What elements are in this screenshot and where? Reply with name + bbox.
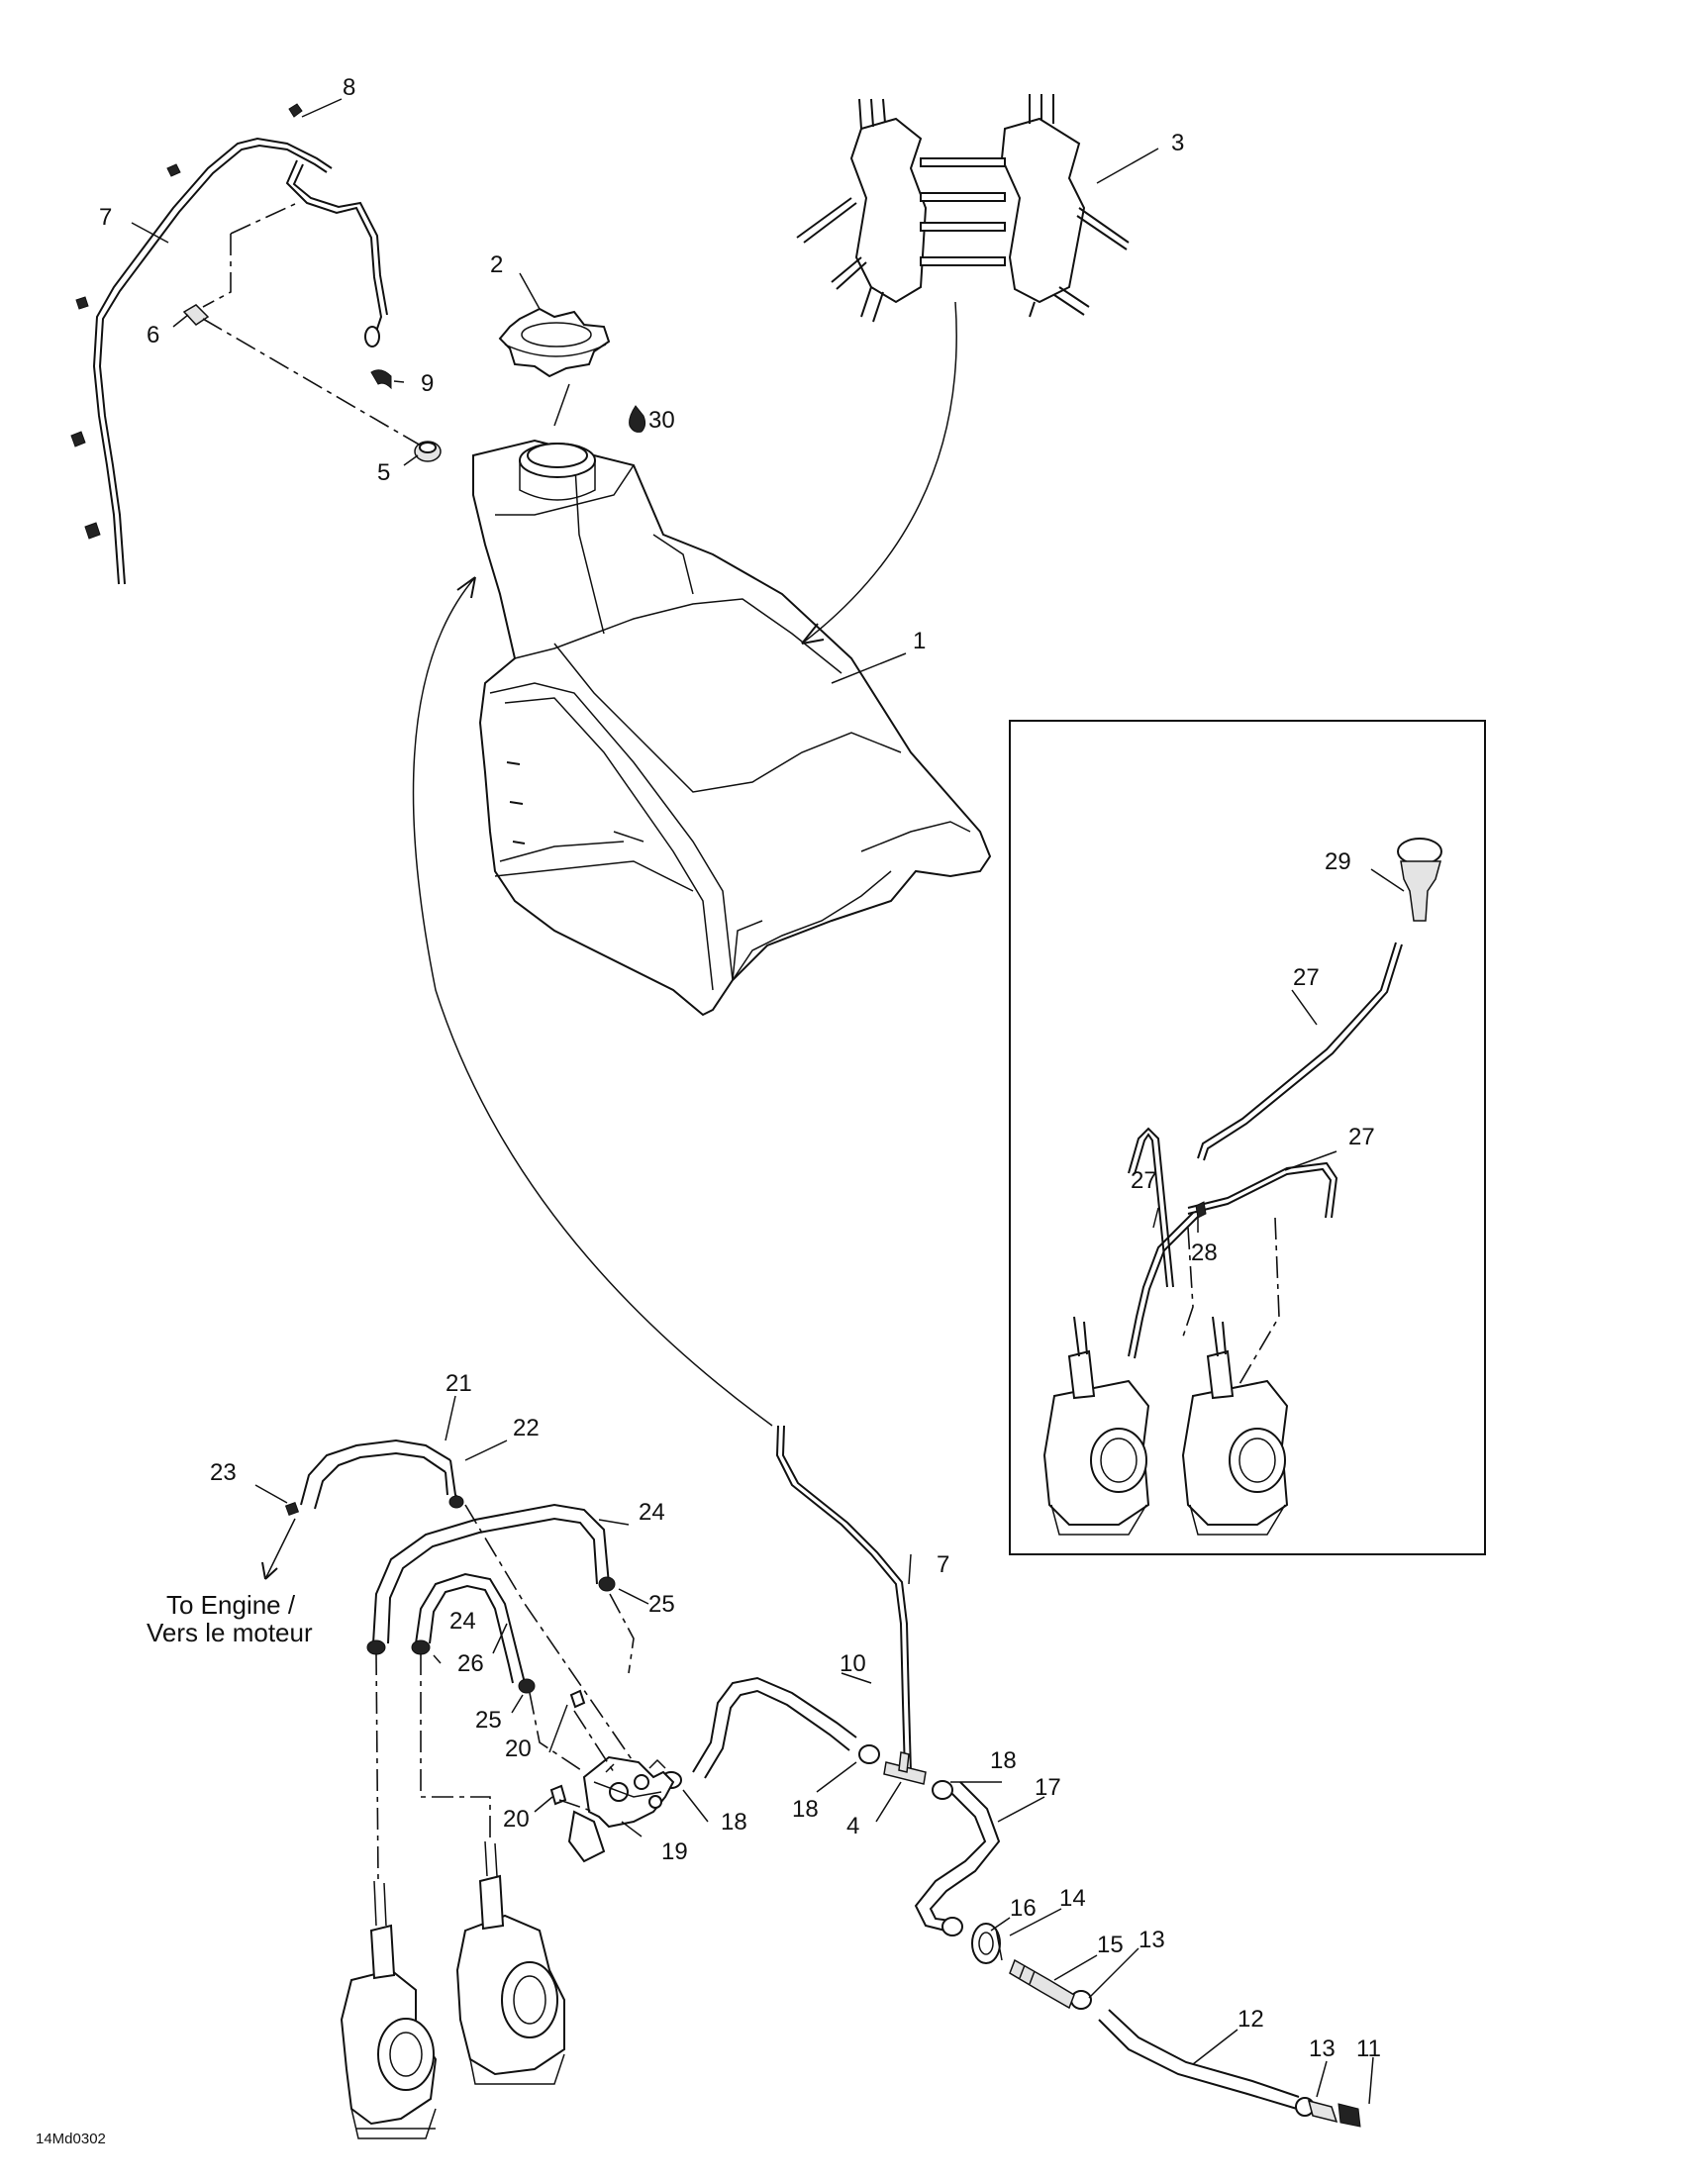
hose-10 <box>692 1676 857 1779</box>
vent-hose-lower <box>775 1425 912 1773</box>
label-part-18-center: 18 <box>721 1809 747 1836</box>
label-part-9: 9 <box>421 370 434 397</box>
carburetor-left <box>340 1880 438 2139</box>
assembly-lines <box>202 203 957 1427</box>
fitting-15 <box>1009 1958 1075 2010</box>
hose-17 <box>914 1781 1001 1932</box>
label-part-27-top: 27 <box>1293 964 1320 991</box>
fuel-pump-19 <box>567 1755 675 1863</box>
label-part-11: 11 <box>1356 2035 1381 2062</box>
t-fitting-4 <box>883 1751 927 1785</box>
lower-assembly-lines <box>261 1504 635 1882</box>
note-vers-le-moteur: Vers le moteur <box>147 1618 313 1647</box>
vent-hose-upper <box>92 137 388 585</box>
hose-12 <box>1098 2009 1300 2110</box>
hose-24-inner <box>415 1572 526 1684</box>
label-part-3: 3 <box>1171 130 1184 156</box>
label-part-20-upper: 20 <box>505 1736 532 1762</box>
fuel-filter-14 <box>971 1923 1003 1964</box>
inset-carburetor-left <box>1042 1316 1150 1536</box>
label-part-10: 10 <box>840 1650 866 1677</box>
bolts-20 <box>549 1689 586 1806</box>
note-to-engine: To Engine / <box>166 1590 296 1620</box>
hose-24-outer <box>372 1503 610 1644</box>
label-part-29: 29 <box>1325 848 1351 875</box>
label-part-12: 12 <box>1238 2006 1264 2033</box>
label-part-30: 30 <box>648 407 675 434</box>
tank-strap-assembly <box>796 94 1130 323</box>
label-part-23: 23 <box>210 1459 237 1486</box>
label-part-19: 19 <box>661 1838 688 1865</box>
label-part-13-lower: 13 <box>1309 2035 1336 2062</box>
label-part-1: 1 <box>913 628 926 654</box>
label-part-7: 7 <box>99 204 112 231</box>
label-part-6: 6 <box>147 322 159 348</box>
inset-panel <box>1009 720 1486 1555</box>
label-part-27-right: 27 <box>1348 1124 1375 1150</box>
label-part-25-right: 25 <box>648 1591 675 1618</box>
clip-9 <box>370 369 392 390</box>
label-part-25-left: 25 <box>475 1707 502 1734</box>
lubricant-drop-icon <box>629 405 646 433</box>
label-part-2: 2 <box>490 251 503 278</box>
label-part-15: 15 <box>1097 1932 1124 1958</box>
inset-carburetor-right <box>1181 1316 1289 1536</box>
label-part-28: 28 <box>1191 1240 1218 1266</box>
label-part-4: 4 <box>846 1813 859 1839</box>
clamps <box>284 1495 1315 2117</box>
gas-cap <box>498 307 611 378</box>
fitting-11 <box>1307 2099 1361 2128</box>
grommet-5 <box>414 441 442 462</box>
label-part-5: 5 <box>377 459 390 486</box>
primer-29 <box>1397 838 1442 922</box>
vent-clips <box>70 103 303 540</box>
label-part-18-right: 18 <box>990 1747 1017 1774</box>
label-part-26: 26 <box>457 1650 484 1677</box>
label-part-13-upper: 13 <box>1138 1927 1165 1953</box>
label-part-8: 8 <box>343 74 355 101</box>
label-part-24-lower: 24 <box>449 1608 476 1635</box>
label-part-20-lower: 20 <box>503 1806 530 1833</box>
hose-21 <box>300 1439 461 1510</box>
label-part-14: 14 <box>1059 1885 1086 1912</box>
leader-lines <box>131 98 1405 2105</box>
connector-6 <box>182 304 210 326</box>
label-part-17: 17 <box>1035 1774 1061 1801</box>
carburetor-right <box>455 1840 565 2085</box>
label-part-24-top: 24 <box>639 1499 665 1526</box>
drawing-code: 14Md0302 <box>36 2131 106 2147</box>
label-part-7-lower: 7 <box>937 1551 949 1578</box>
label-part-16: 16 <box>1010 1895 1037 1922</box>
label-part-22: 22 <box>513 1415 540 1441</box>
label-part-27-left: 27 <box>1131 1167 1157 1194</box>
label-part-21: 21 <box>446 1370 472 1397</box>
fuel-tank <box>472 439 992 1017</box>
label-part-18-left: 18 <box>792 1796 819 1823</box>
